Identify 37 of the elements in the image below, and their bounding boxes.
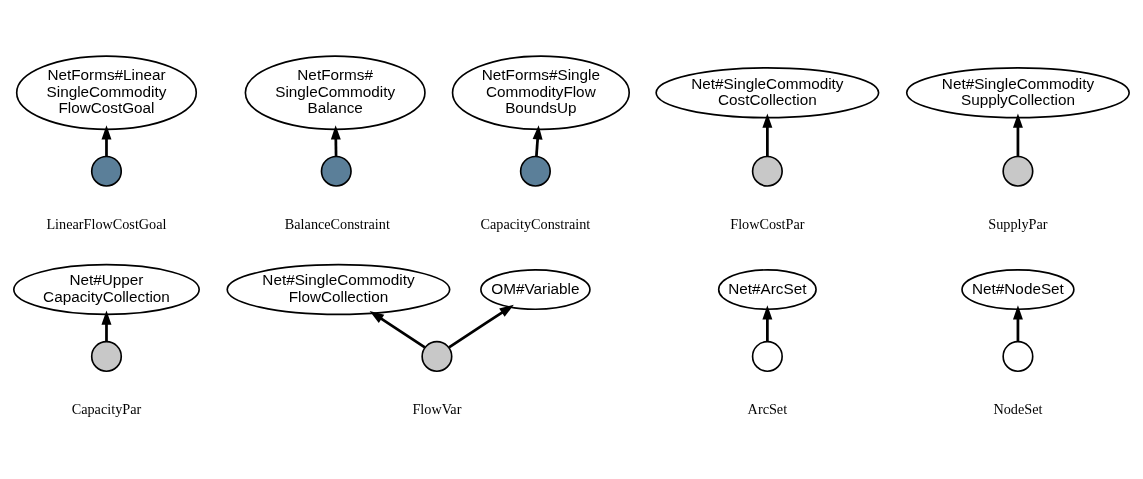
node-circle: [519, 155, 551, 187]
node-label: CapacityPar: [71, 401, 142, 418]
node-label: ArcSet: [747, 401, 788, 418]
node-circle: [1002, 340, 1034, 372]
arrow: [369, 311, 426, 349]
arrow: [532, 125, 543, 157]
node-label: SupplyPar: [988, 216, 1048, 233]
node-label: CapacityConstraint: [480, 216, 591, 233]
node-ellipse: Net#SingleCommodity SupplyCollection: [905, 67, 1130, 119]
node-circle: [90, 340, 123, 372]
arrow: [1012, 113, 1023, 157]
arrow: [1012, 305, 1023, 342]
arrow: [448, 304, 514, 349]
node-circle: [421, 340, 453, 372]
node-ellipse: NetForms#Linear SingleCommodity FlowCostGoal: [15, 55, 198, 131]
node-label: BalanceConstraint: [284, 216, 390, 233]
node-ellipse: OM#Variable: [480, 269, 591, 311]
node-circle: [751, 155, 783, 187]
node-circle: [751, 340, 783, 372]
node-ellipse: Net#ArcSet: [717, 269, 817, 311]
arrow: [762, 113, 773, 157]
node-label: FlowVar: [412, 401, 462, 418]
arrow: [762, 305, 773, 342]
node-ellipse: NetForms# SingleCommodity Balance: [244, 55, 426, 131]
node-circle: [320, 155, 352, 187]
node-ellipse: Net#Upper CapacityCollection: [12, 263, 200, 316]
arrow: [101, 310, 112, 342]
node-label: NodeSet: [993, 401, 1043, 418]
node-ellipse: Net#SingleCommodity CostCollection: [655, 67, 880, 119]
node-circle: [90, 155, 123, 187]
node-ellipse: Net#NodeSet: [961, 269, 1075, 311]
node-label: LinearFlowCostGoal: [46, 216, 167, 233]
node-ellipse: NetForms#Single CommodityFlow BoundsUp: [451, 55, 631, 131]
node-ellipse: Net#SingleCommodity FlowCollection: [226, 263, 451, 316]
arrow: [101, 125, 112, 157]
node-circle: [1002, 155, 1034, 187]
node-label: FlowCostPar: [730, 216, 805, 233]
